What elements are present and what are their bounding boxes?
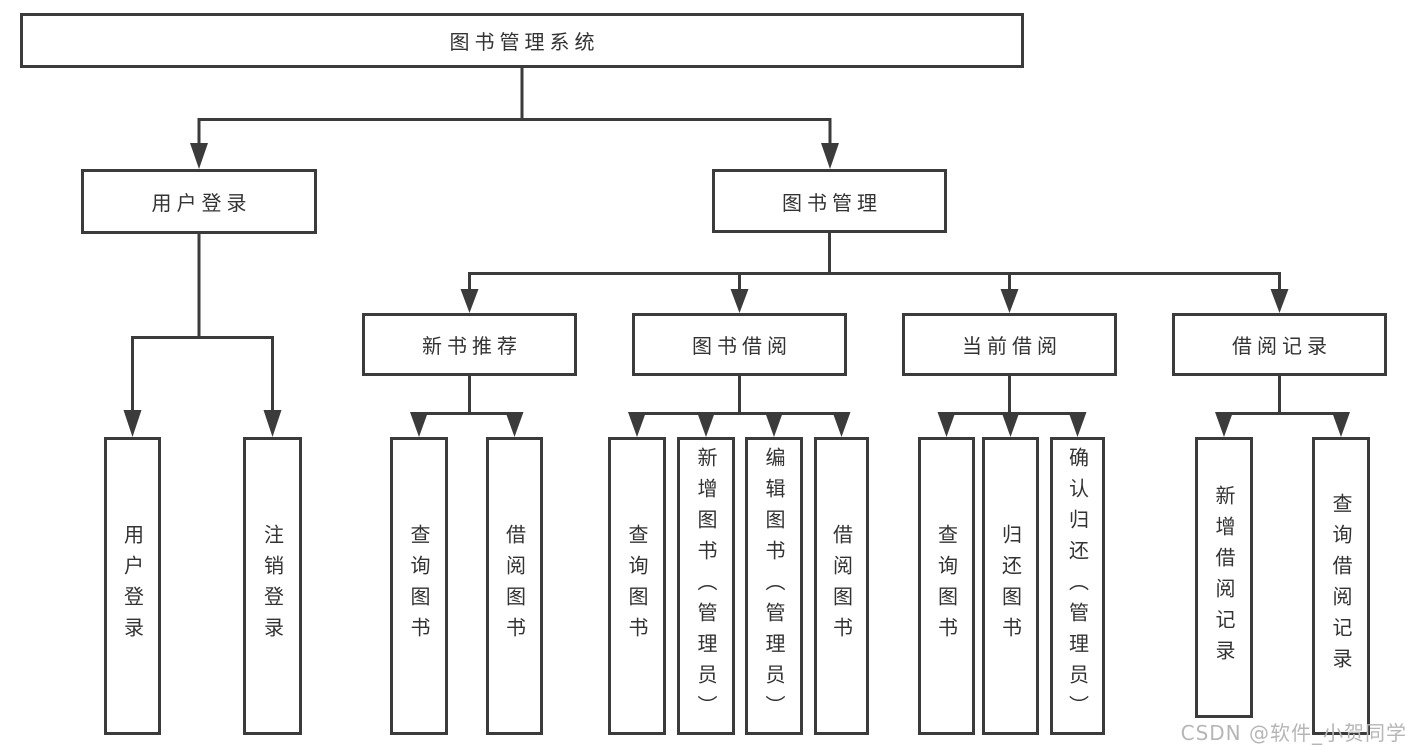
node-book-borrow: 图书借阅 <box>632 313 847 376</box>
node-leaf-query-book-3: 查询图书 <box>918 437 975 735</box>
node-root: 图书管理系统 <box>20 13 1024 68</box>
node-leaf-add-book: 新增图书（管理员） <box>677 437 735 735</box>
csdn-watermark: CSDN @软件_小贺同学 <box>1180 721 1405 745</box>
node-leaf-confirm-return: 确认归还（管理员） <box>1050 437 1105 735</box>
node-leaf-query-book-1: 查询图书 <box>390 437 448 735</box>
node-leaf-borrow-book-2: 借阅图书 <box>814 437 869 735</box>
node-leaf-add-borrow-record: 新增借阅记录 <box>1195 437 1253 718</box>
node-user-login: 用户登录 <box>81 169 317 234</box>
node-leaf-logout: 注销登录 <box>243 437 302 735</box>
connector-root <box>197 68 832 146</box>
arrowheads <box>123 143 1350 437</box>
node-leaf-user-login: 用户登录 <box>104 437 161 735</box>
node-book-management: 图书管理 <box>712 169 947 233</box>
connector-user-login <box>131 234 274 414</box>
node-leaf-query-borrow-record: 查询借阅记录 <box>1312 437 1370 735</box>
node-leaf-query-book-2: 查询图书 <box>608 437 666 735</box>
connector-current-borrow <box>946 376 1078 415</box>
node-new-book-recommend: 新书推荐 <box>362 313 577 376</box>
node-current-borrow: 当前借阅 <box>902 313 1117 376</box>
connector-book-mgmt <box>468 233 1281 292</box>
node-borrow-records: 借阅记录 <box>1172 313 1387 376</box>
connector-new-book-rec <box>419 376 515 415</box>
node-leaf-borrow-book-1: 借阅图书 <box>486 437 543 735</box>
connector-book-borrow <box>637 376 842 415</box>
connector-borrow-records <box>1224 376 1341 415</box>
node-leaf-edit-book: 编辑图书（管理员） <box>745 437 803 735</box>
node-leaf-return-book: 归还图书 <box>982 437 1039 735</box>
